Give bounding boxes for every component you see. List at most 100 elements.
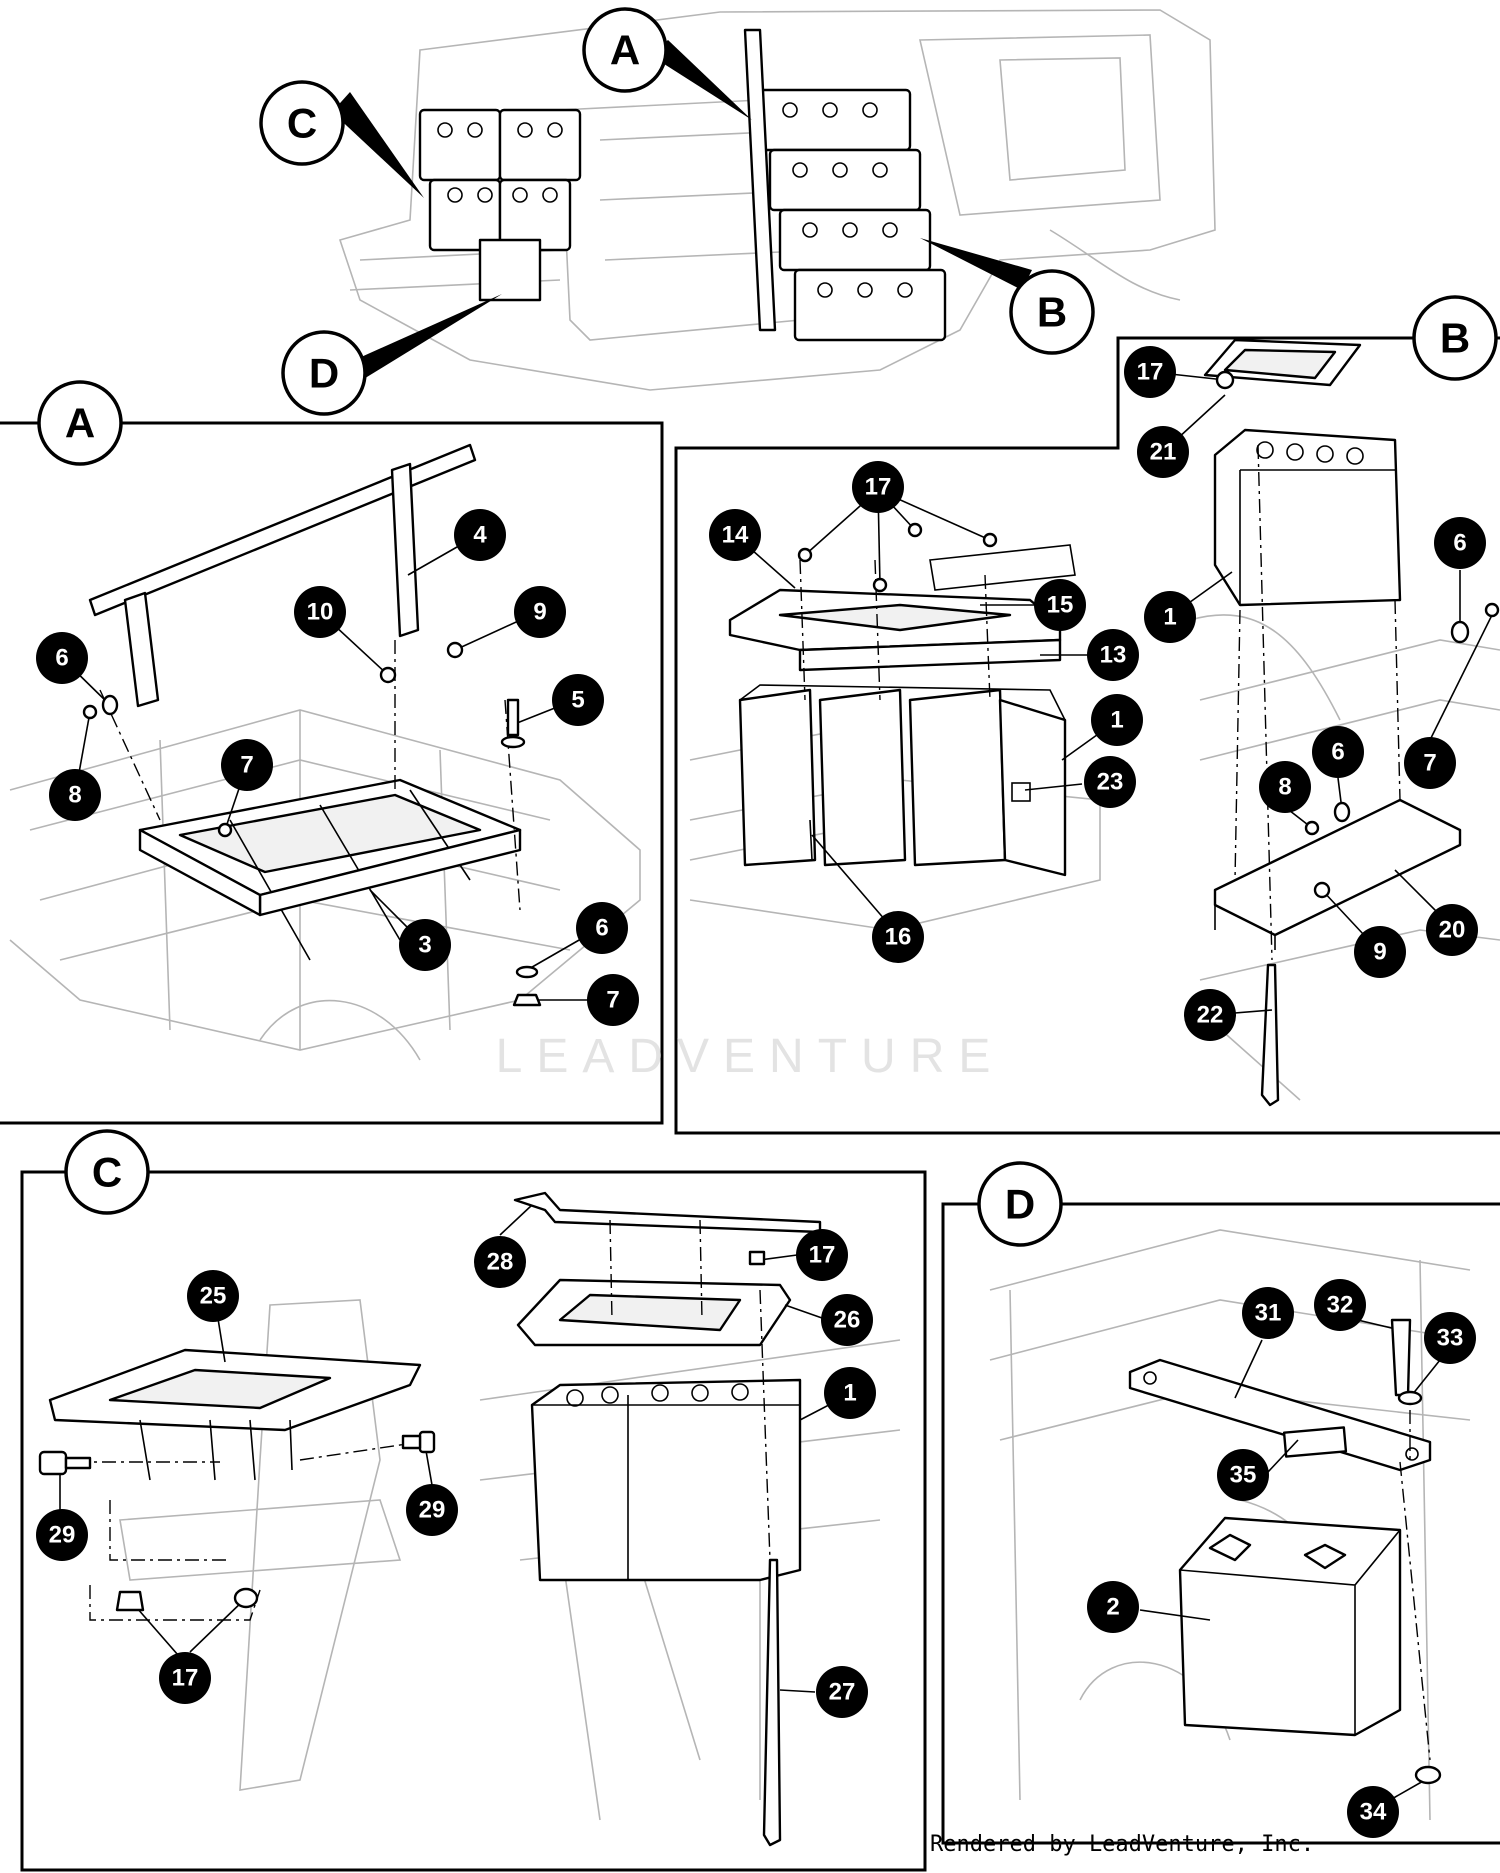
panel-b-frame [674, 336, 1500, 1135]
panel-b-guide-line-4 [799, 559, 991, 701]
panel-b-hold-down-rod [1260, 963, 1280, 1107]
panel-d-bracket-31 [1128, 1358, 1432, 1472]
svg-text:20: 20 [1439, 917, 1466, 944]
panel-d-callout-35: 35 [1217, 1439, 1299, 1501]
panel-b-callout-23: 23 [1024, 756, 1136, 808]
svg-text:34: 34 [1360, 1799, 1387, 1826]
svg-text:10: 10 [307, 599, 334, 626]
panel-c-label: C [64, 1129, 150, 1215]
panel-b-single-battery [1203, 338, 1402, 607]
panel-a-guide-line-3 [99, 689, 161, 821]
overview-label-b: B [1009, 269, 1095, 355]
svg-text:28: 28 [487, 1249, 514, 1276]
svg-text:8: 8 [68, 782, 81, 809]
overview-pointer-a [650, 40, 752, 120]
panel-b-callout-9: 9 [1321, 889, 1406, 978]
panel-b-callout-22: 22 [1184, 989, 1273, 1041]
panel-b-callout-8: 8 [1259, 761, 1313, 829]
panel-a-callout-9: 9 [454, 586, 566, 651]
panel-d-label: D [977, 1161, 1063, 1247]
panel-d-callout-34: 34 [1347, 1779, 1426, 1838]
panel-d-hardware [1390, 1318, 1442, 1785]
svg-text:22: 22 [1197, 1002, 1224, 1029]
panel-b-callout-14: 14 [709, 509, 796, 589]
overview-pointer-d [350, 294, 502, 380]
panel-c-hardware [38, 1250, 766, 1612]
panel-b-callout-20: 20 [1394, 869, 1478, 956]
svg-text:3: 3 [418, 932, 431, 959]
panel-b-guide-line-2 [1394, 599, 1401, 801]
panel-a-callout-10: 10 [294, 586, 389, 676]
panel-d-label-plate-35 [1282, 1426, 1348, 1458]
svg-text:14: 14 [722, 522, 749, 549]
panel-c-callout-26: 26 [784, 1294, 873, 1346]
svg-text:1: 1 [1163, 604, 1176, 631]
svg-text:27: 27 [829, 1679, 856, 1706]
overview-label-a: A [582, 7, 668, 93]
panel-c-callout-28: 28 [474, 1204, 533, 1288]
overview-battery-group-right [743, 28, 947, 342]
svg-text:A: A [610, 27, 640, 74]
svg-text:6: 6 [55, 645, 68, 672]
panel-a-callout-8: 8 [49, 711, 101, 821]
svg-text:7: 7 [606, 987, 619, 1014]
panel-b-callout-1-row: 1 [1061, 694, 1143, 761]
svg-text:7: 7 [1423, 750, 1436, 777]
svg-text:C: C [287, 100, 317, 147]
panel-c-callout-25: 25 [187, 1270, 239, 1363]
svg-text:35: 35 [1230, 1462, 1257, 1489]
panel-c-tray-25 [48, 1348, 422, 1481]
overview-label-d: D [281, 330, 367, 416]
svg-text:21: 21 [1150, 439, 1177, 466]
panel-b-tray-plate [1213, 798, 1462, 950]
panel-c-callout-27: 27 [779, 1666, 868, 1718]
panel-a-callout-3: 3 [369, 889, 451, 971]
watermark: LEADVENTURE [496, 1030, 1005, 1083]
panel-c-cable-28 [513, 1191, 822, 1234]
panel-c-callout-17-bottom: 17 [129, 1597, 247, 1704]
panel-b-callout-7-right: 7 [1404, 614, 1493, 789]
svg-text:9: 9 [1373, 939, 1386, 966]
svg-text:1: 1 [843, 1380, 856, 1407]
panel-a-callout-7-bottom: 7 [527, 974, 639, 1026]
panel-c-guide-line-4 [75, 1441, 421, 1463]
panel-d-callout-33: 33 [1411, 1312, 1476, 1396]
svg-text:29: 29 [49, 1522, 76, 1549]
svg-text:17: 17 [172, 1665, 199, 1692]
panel-b-callout-17-top: 17 [1124, 346, 1226, 398]
panel-b-guide-line-1 [1234, 609, 1241, 881]
panel-b-label: B [1412, 295, 1498, 381]
panel-b-callout-15: 15 [980, 579, 1086, 631]
svg-text:31: 31 [1255, 1300, 1282, 1327]
panel-c-callout-17-top: 17 [759, 1229, 848, 1281]
svg-text:4: 4 [473, 522, 487, 549]
panel-a-frame [0, 421, 664, 1125]
svg-text:29: 29 [419, 1497, 446, 1524]
panel-d-battery-2 [1178, 1516, 1402, 1737]
panel-b-callout-6-right: 6 [1434, 517, 1486, 630]
svg-text:C: C [92, 1149, 122, 1196]
svg-text:32: 32 [1327, 1292, 1354, 1319]
svg-text:D: D [309, 350, 339, 397]
panel-a-battery-tray [138, 778, 522, 961]
panel-d-frame [941, 1202, 1500, 1845]
panel-a-label: A [37, 380, 123, 466]
svg-text:23: 23 [1097, 769, 1124, 796]
panel-a-callout-6-top: 6 [36, 632, 111, 706]
svg-text:D: D [1005, 1181, 1035, 1228]
panel-d-guide-line-1 [1399, 1461, 1431, 1761]
svg-text:9: 9 [533, 599, 546, 626]
panel-b-battery-row [738, 684, 1067, 877]
svg-text:1: 1 [1110, 707, 1123, 734]
panel-c-guide-line-2 [759, 1289, 771, 1561]
overview-battery-group-left [418, 108, 582, 302]
panel-c-guide-line-1 [609, 1219, 703, 1321]
panel-b-callout-13: 13 [1040, 629, 1139, 681]
svg-text:17: 17 [865, 474, 892, 501]
svg-text:13: 13 [1100, 642, 1127, 669]
panel-d-callout-2: 2 [1087, 1581, 1211, 1633]
svg-text:2: 2 [1106, 1594, 1119, 1621]
panel-a-callout-6-bottom: 6 [526, 902, 628, 971]
svg-text:7: 7 [240, 752, 253, 779]
